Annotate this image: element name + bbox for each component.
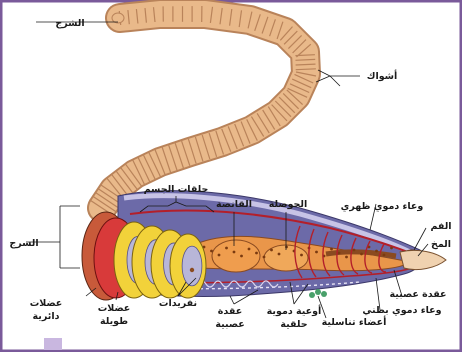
label-reproductive-organs: أعضاء تناسلية (322, 315, 387, 328)
disc-gut-center (190, 268, 194, 272)
gut-dot (240, 255, 243, 258)
egg (315, 289, 321, 295)
corner-tab (44, 338, 62, 350)
label-ventral-vessel: وعاء دموي بطني (362, 305, 441, 316)
label-clitellum: السرج (9, 238, 38, 249)
gut-dot (225, 247, 228, 250)
gut-dot (300, 254, 303, 257)
egg (321, 291, 327, 297)
gut-dot (233, 251, 236, 254)
label-dorsal-vessel: وعاء دموي ظهري (341, 201, 424, 212)
gut-dot (270, 249, 273, 252)
gut-dot (338, 252, 341, 255)
gut-dot (390, 247, 393, 250)
egg (309, 292, 315, 298)
label-brain: المخ (431, 239, 451, 250)
gut-dot (263, 256, 266, 259)
gut-dot (330, 248, 333, 251)
gut-dot (255, 252, 258, 255)
label-tail: الشرج (55, 18, 84, 29)
gut-dot (315, 251, 318, 254)
label-nephridia: نفريدات (159, 298, 197, 309)
label-setae: أشواك (367, 69, 398, 82)
gut-dot (375, 250, 378, 253)
gut-dot (285, 246, 288, 249)
disc-core (182, 246, 202, 286)
gut-dot (210, 250, 213, 253)
label-gizzard: القانصة (216, 199, 252, 210)
gut-dot (278, 253, 281, 256)
label-crop: الحوصلة (269, 199, 307, 210)
gut-dot (353, 249, 356, 252)
gut-dot (360, 253, 363, 256)
gut-dot (218, 254, 221, 257)
label-mouth: الفم (430, 221, 451, 232)
tail-tip (112, 13, 124, 23)
label-body-rings: حلقات الجسم (144, 184, 209, 195)
gut-dot (345, 256, 348, 259)
gut-dot (383, 254, 386, 257)
label-nerve-ganglion: عقدة عصبية (389, 289, 446, 300)
gut-dot (248, 248, 251, 251)
